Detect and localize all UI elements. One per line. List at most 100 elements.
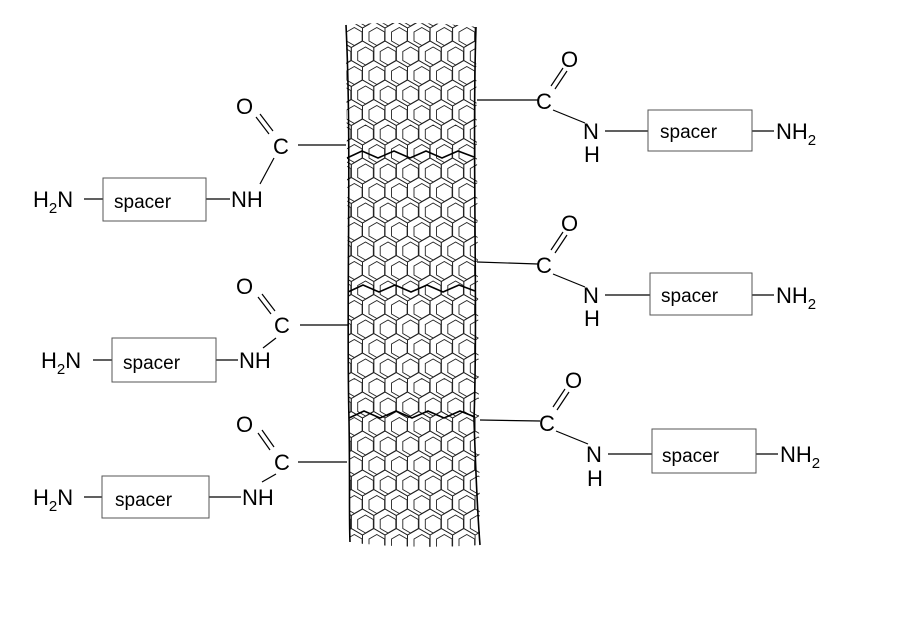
atom-h: H (584, 142, 600, 167)
nanotube-hexagon-inner (469, 436, 480, 456)
nanotube-hexagon-inner (469, 85, 480, 105)
nanotube-band-3 (348, 410, 476, 419)
atom-c: C (274, 313, 290, 338)
nanotube-hexagon-inner (413, 533, 431, 547)
amine-n-text: N (57, 485, 73, 510)
nanotube-hexagon-inner (469, 241, 480, 261)
nanotube-hexagon-inner (469, 163, 480, 183)
amine-nh-text: NH (776, 119, 808, 144)
nanotube-hexagon (452, 527, 476, 547)
bond-c-o-1 (257, 296, 272, 315)
bond-c-nh (259, 157, 275, 185)
nanotube-hexagon-inner (346, 163, 352, 183)
bond-tube-c (476, 261, 539, 265)
amide-right-3: O C N H spacer NH2 (479, 368, 820, 491)
nanotube-hexagon-inner (346, 85, 352, 105)
atom-nh: NH (239, 348, 271, 373)
nanotube-hexagon-inner (346, 241, 352, 261)
amine-h-text: H (33, 485, 49, 510)
amide-left-1: O C NH spacer H2N (33, 94, 346, 222)
amide-left-2: O C NH spacer H2N (41, 274, 349, 383)
nanotube-hexagon-inner (368, 533, 386, 547)
atom-n: N (586, 442, 602, 467)
nanotube-hexagon-inner (469, 514, 480, 534)
spacer-label: spacer (123, 353, 181, 374)
nanotube-hexagon-inner (469, 280, 480, 300)
nanotube-hexagon-inner (346, 124, 352, 144)
amine-nh2: NH2 (780, 442, 820, 472)
amide-right-2: O C N H spacer NH2 (476, 211, 816, 331)
amine-h-text: H (41, 348, 57, 373)
bond-c-o-1 (257, 432, 271, 451)
amine-nh2: NH2 (776, 119, 816, 149)
amine-subscript: 2 (808, 296, 816, 313)
nanotube-hexagon (463, 22, 480, 29)
bond-c-o-2 (261, 293, 276, 312)
nanotube-hexagon-inner (346, 397, 352, 417)
nanotube-hexagon (440, 22, 465, 29)
amine-n-text: N (57, 187, 73, 212)
spacer-box (651, 428, 757, 474)
atom-nh: NH (242, 485, 274, 510)
nanotube-outline-right (473, 26, 481, 546)
amine-h-text: H (33, 187, 49, 212)
nanotube-hexagon-inner (469, 202, 480, 222)
spacer-box (101, 475, 210, 519)
amine-subscript: 2 (49, 498, 57, 515)
atom-c: C (539, 411, 555, 436)
atom-nh: NH (231, 187, 263, 212)
carbon-nanotube (345, 22, 481, 547)
nanotube-hexagon-inner (346, 475, 352, 495)
atom-n: N (583, 119, 599, 144)
bond-c-nh (262, 337, 277, 349)
bond-c-o-2 (554, 234, 568, 254)
nanotube-hexagon-inner (346, 358, 352, 378)
atom-o: O (236, 274, 253, 299)
amide-left-3: O C NH spacer H2N (33, 412, 347, 519)
nanotube-hexagon (346, 527, 363, 547)
spacer-label: spacer (660, 122, 718, 143)
bond-c-n (555, 430, 589, 445)
bond-c-o-1 (255, 116, 270, 135)
nanotube-hexagon-inner (346, 436, 352, 456)
nanotube-hexagon-inner (346, 202, 352, 222)
bond-c-o-2 (259, 113, 274, 132)
nanotube-hexagon-inner (469, 22, 480, 27)
nanotube-hexagon (346, 22, 352, 29)
nanotube-hexagon-inner (469, 397, 480, 417)
amine-n-text: N (65, 348, 81, 373)
amine-subscript: 2 (812, 455, 820, 472)
nanotube-hexagon (346, 430, 352, 458)
bond-c-o-1 (550, 67, 564, 87)
amine-nh-text: NH (780, 442, 812, 467)
amine-h2n: H2N (33, 485, 73, 515)
bond-c-nh (261, 473, 277, 483)
spacer-box (111, 337, 217, 383)
spacer-label: spacer (661, 286, 719, 307)
atom-c: C (274, 450, 290, 475)
nanotube-hexagon-inner (346, 533, 363, 547)
atom-c: C (536, 253, 552, 278)
nanotube-outline-left (345, 24, 351, 543)
amine-h2n: H2N (33, 187, 73, 217)
atom-h: H (587, 466, 603, 491)
nanotube-hexagon-inner (469, 319, 480, 339)
nanotube-hexagon-inner (469, 475, 480, 495)
nanotube-hexagon-inner (469, 358, 480, 378)
atom-h: H (584, 306, 600, 331)
bond-c-o-2 (261, 429, 275, 448)
bond-c-n (552, 273, 586, 288)
nanotube-hexagon-inner (469, 46, 480, 66)
bond-c-o-2 (556, 391, 570, 411)
nanotube-hexagon-inner (346, 46, 352, 66)
atom-o: O (236, 94, 253, 119)
nanotube-hexagon-inner (469, 124, 480, 144)
amine-h2n: H2N (41, 348, 81, 378)
nanotube-hexagon (346, 508, 352, 536)
amine-subscript: 2 (808, 132, 816, 149)
nanotube-hexagon (346, 469, 352, 497)
nanotube-band-1 (346, 150, 475, 159)
spacer-box (647, 109, 753, 152)
spacer-label: spacer (115, 490, 173, 511)
